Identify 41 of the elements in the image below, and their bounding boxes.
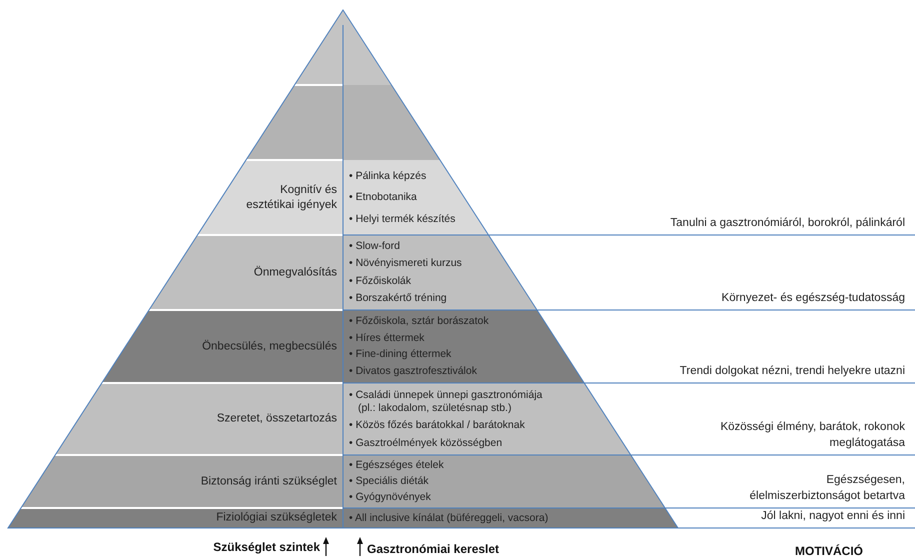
- level-label: Biztonság iránti szükséglet: [200, 474, 337, 489]
- bullet-item: • Helyi termék készítés: [348, 212, 456, 226]
- bullet-item: • Divatos gasztrofesztiválok: [348, 365, 478, 378]
- bullet-item: • Híres éttermek: [348, 332, 426, 345]
- pyramid-band: [102, 310, 584, 383]
- bullet-item: • Gasztroélmények közösségben: [348, 436, 504, 450]
- axis-label: MOTIVÁCIÓ: [795, 544, 863, 558]
- axis-label: Gasztronómiai kereslet: [367, 542, 500, 556]
- axis-label: Szükséglet szintek: [213, 540, 320, 554]
- bullet-item: • Főzőiskolák: [348, 274, 412, 288]
- level-label: Önbecsülés, megbecsülés: [201, 339, 337, 354]
- bullet-item: • Pálinka képzés: [348, 170, 428, 182]
- motivation-label: Jól lakni, nagyot enni és inni: [760, 509, 905, 524]
- pyramid-band: [8, 508, 678, 528]
- level-label: Önmegvalósítás: [252, 265, 337, 280]
- pyramid-band: [294, 10, 392, 85]
- bullet-item: • Etnobotanika: [348, 191, 418, 204]
- motivation-label: Környezet- és egészség-tudatosság: [720, 291, 905, 306]
- bullet-item: • Slow-ford: [348, 240, 401, 254]
- bullet-item: • Borszakértő tréning: [348, 292, 448, 305]
- bullet-item: • Fine-dining éttermek: [348, 348, 452, 362]
- pyramid-band: [197, 160, 488, 235]
- bullet-item: • Családi ünnepek ünnepi gasztronómiája (pl.: lakodalom, születésnap stb.): [348, 388, 544, 414]
- pyramid-band: [55, 383, 631, 455]
- motivation-label: Egészségesen, élelmiszerbiztonságot betartva: [748, 473, 905, 504]
- bullet-item: • Egészséges ételek: [348, 459, 445, 472]
- bullet-item: • Gyógynövények: [348, 491, 432, 504]
- level-label: Szeretet, összetartozás: [216, 412, 337, 426]
- bullet-item: • Speciális diéták: [348, 475, 430, 488]
- pyramid-band: [246, 85, 440, 160]
- bullet-item: • Közös főzés barátokkal / barátoknak: [348, 419, 526, 432]
- level-label: Kognitív és esztétikai igények: [245, 182, 337, 212]
- motivation-label: Tanulni a gasztronómiáról, borokról, pálinkáról: [669, 216, 905, 231]
- bullet-item: • Főzőiskola, sztár borászatok: [348, 314, 490, 328]
- pyramid-band: [20, 455, 666, 508]
- motivation-label: Trendi dolgokat nézni, trendi helyekre utazni: [678, 364, 905, 379]
- pyramid-band: [148, 235, 537, 310]
- bullet-item: • Növényismereti kurzus: [348, 257, 463, 270]
- motivation-label: Közösségi élmény, barátok, rokonok meglátogatása: [719, 420, 905, 451]
- bullet-item: • All inclusive kínálat (büféreggeli, vacsora): [349, 512, 550, 524]
- level-label: Fiziológiai szükségletek: [215, 510, 337, 526]
